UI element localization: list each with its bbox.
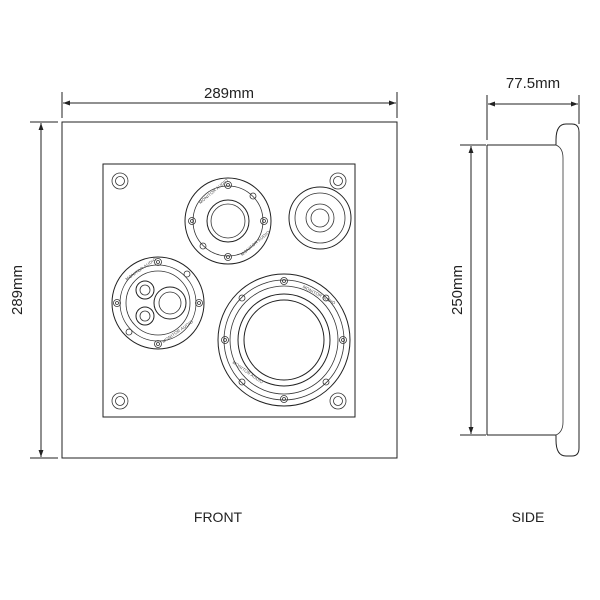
corner-screw-bottom-right xyxy=(329,392,347,410)
inner-baffle xyxy=(102,163,356,418)
bass-driver: MONITOR AUDIO MONITOR AUDIO xyxy=(217,273,351,407)
side-height-dimension: 250mm xyxy=(449,144,486,436)
side-profile xyxy=(486,123,580,457)
tweeter-dome xyxy=(288,186,352,250)
side-depth-dimension: 77.5mm xyxy=(486,75,580,140)
tweeter-array: MONITOR AUDIO MONITOR AUDIO xyxy=(111,256,205,350)
midrange-driver: MONITOR AUDIO MONITOR AUDIO xyxy=(184,177,272,265)
corner-screw-bottom-left xyxy=(111,392,129,410)
corner-screw-top-left xyxy=(111,172,129,190)
front-height-dimension: 289mm xyxy=(9,121,58,459)
front-width-label: 289mm xyxy=(204,85,254,102)
front-width-dimension: 289mm xyxy=(61,85,398,118)
outer-frame xyxy=(61,121,398,459)
side-view: 77.5mm 250mm SIDE xyxy=(449,75,580,525)
side-depth-label: 77.5mm xyxy=(506,75,560,92)
front-view-caption: FRONT xyxy=(194,509,243,525)
side-view-caption: SIDE xyxy=(512,509,545,525)
front-view: 289mm 289mm xyxy=(9,85,398,525)
front-height-label: 289mm xyxy=(9,265,26,315)
corner-screw-top-right xyxy=(329,172,347,190)
midrange-brand-bottom: MONITOR AUDIO xyxy=(240,229,272,257)
tweeter-brand-bottom: MONITOR AUDIO xyxy=(161,319,194,344)
side-height-label: 250mm xyxy=(449,265,466,315)
